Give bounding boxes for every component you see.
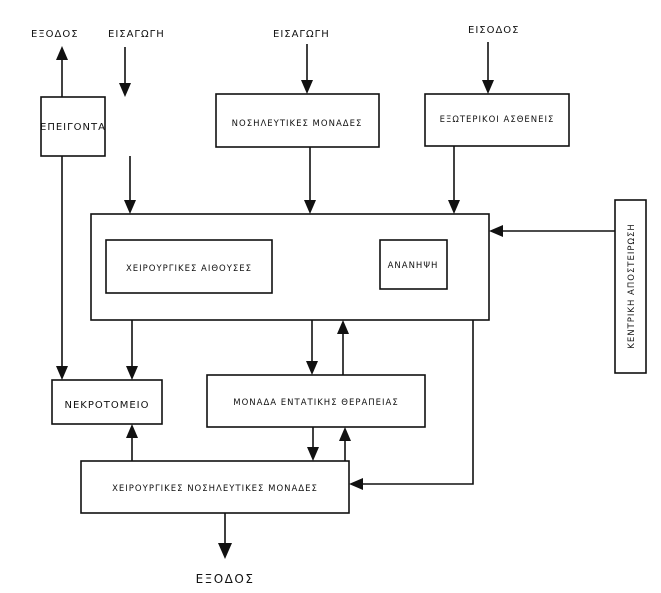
arrowhead-surgery-in-bottom: [337, 320, 349, 334]
recovery-box: [379, 239, 448, 290]
arrowhead-exit-bottom: [218, 543, 232, 559]
exit-top-left-label: ΕΞΟΔΟΣ: [31, 29, 79, 40]
central-sterilization-box: [614, 199, 647, 374]
flow-arrows: [56, 42, 615, 559]
surgical-nursing-units-label: ΧΕΙΡΟΥΡΓΙΚΕΣ ΝΟΣΗΛΕΥΤΙΚΕΣ ΜΟΝΑΔΕΣ: [112, 484, 318, 494]
arrowhead-nursing-units-in: [301, 80, 313, 94]
emergency-label: ΕΠΕΙΓΟΝΤΑ: [40, 122, 106, 133]
central-sterilization-label: ΚΕΝΤΡΙΚΗ ΑΠΟΣΤΕΙΡΩΣΗ: [627, 223, 637, 349]
exit-top-right-label: ΕΙΣΟΔΟΣ: [468, 25, 520, 36]
outpatients-label: ΕΞΩΤΕΡΙΚΟΙ ΑΣΘΕΝΕΙΣ: [440, 115, 555, 125]
arrowhead-morgue-in-left: [56, 366, 68, 380]
arrowhead-outpatients-in: [482, 80, 494, 94]
outpatients-box: [424, 93, 570, 147]
arrowhead-emergency-in: [119, 83, 131, 97]
nursing-units-box: [215, 93, 380, 148]
morgue-box: [51, 379, 163, 425]
arrow-surgery-to-surgical-units: [363, 320, 474, 485]
operating-rooms-label: ΧΕΙΡΟΥΡΓΙΚΕΣ ΑΙΘΟΥΣΕΣ: [126, 264, 252, 274]
arrowhead-icu-in-bottom: [339, 427, 351, 441]
icu-box: [206, 374, 426, 428]
icu-label: ΜΟΝΑΔΑ ΕΝΤΑΤΙΚΗΣ ΘΕΡΑΠΕΙΑΣ: [233, 398, 398, 408]
morgue-label: ΝΕΚΡΟΤΟΜΕΙΟ: [64, 400, 149, 411]
emergency-box: [40, 96, 106, 157]
arrowhead-surgery-in-side: [489, 225, 503, 237]
arrowhead-morgue-in-right: [126, 366, 138, 380]
arrowhead-surgery-in-right: [448, 200, 460, 214]
nursing-units-label: ΝΟΣΗΛΕΥΤΙΚΕΣ ΜΟΝΑΔΕΣ: [232, 119, 363, 129]
arrowhead-icu-in: [306, 361, 318, 375]
arrowhead-surgery-in-mid: [304, 200, 316, 214]
exit-bottom-label: ΕΞΟΔΟΣ: [196, 572, 255, 586]
entry-top-left-label: ΕΙΣΑΓΩΓΗ: [108, 29, 165, 40]
operating-rooms-box: [105, 239, 273, 294]
recovery-label: ΑΝΑΝΗΨΗ: [388, 261, 439, 271]
arrowhead-exit-top-left: [56, 46, 68, 60]
arrowhead-surgical-units-in: [307, 447, 319, 461]
entry-top-mid-label: ΕΙΣΑΓΩΓΗ: [273, 29, 330, 40]
arrowhead-surgical-units-in-side: [349, 478, 363, 490]
arrowhead-surgery-in-left: [124, 200, 136, 214]
surgical-nursing-units-box: [80, 460, 350, 514]
arrowhead-morgue-in-bottom: [126, 424, 138, 438]
